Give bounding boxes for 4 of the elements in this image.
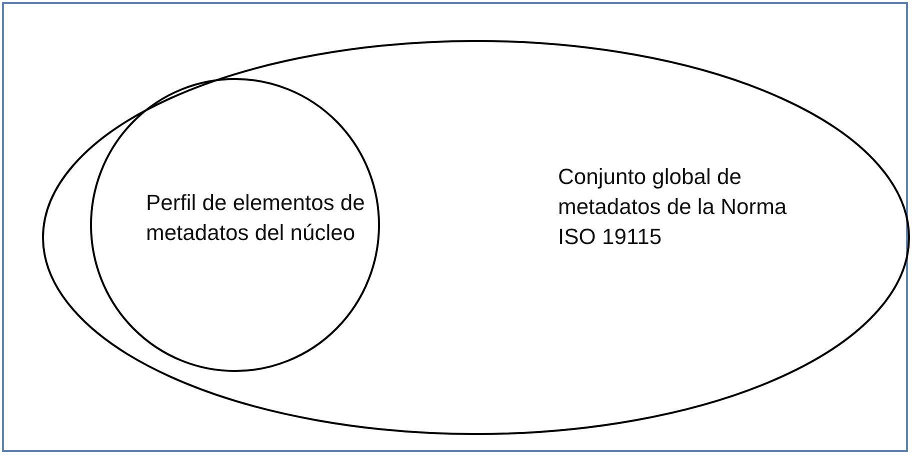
set-label: Conjunto global de metadatos de la Norma ISO 19115 <box>558 163 788 251</box>
outer-set-ellipse <box>42 40 910 435</box>
set-label: Perfil de elementos de metadatos del núcleo <box>146 189 366 247</box>
inner-set-ellipse <box>90 78 380 372</box>
